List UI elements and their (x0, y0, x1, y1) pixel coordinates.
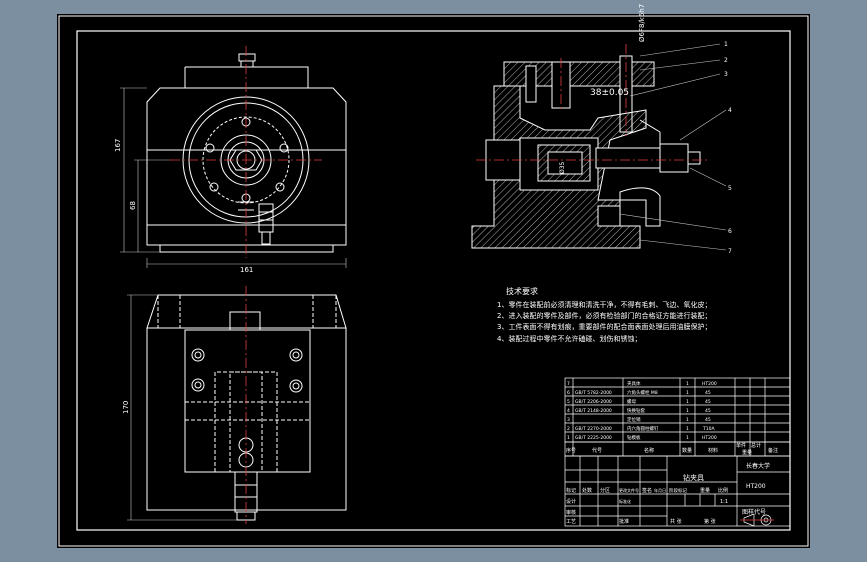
bom-row-name: 快换钻套 (627, 407, 645, 414)
title-drawing-name: 钻夹具 (683, 473, 704, 482)
label-change-doc: 更改文件号 (619, 487, 639, 493)
tech-req-3: 3、工件表面不得有划痕，重要部件的配合面表面处理后用油膜保护； (497, 322, 711, 331)
bom-row-name: 钻模板 (627, 434, 641, 441)
bom-header-single: 单件 (736, 442, 746, 449)
title-material-code: HT200 (746, 483, 766, 490)
callout-3: 3 (724, 71, 728, 78)
callout-6: 6 (728, 228, 732, 235)
bom-header-code: 代号 (592, 447, 602, 454)
callout-1: 1 (724, 41, 728, 48)
front-dimension-lines (120, 87, 347, 268)
projection-symbol-icon (740, 513, 774, 527)
callout-5: 5 (728, 185, 732, 192)
bom-row-qty: 1 (686, 426, 689, 432)
bom-row-code: GB/T 2206-2000 (575, 399, 612, 405)
bom-grid (564, 377, 791, 527)
bom-header-name: 名称 (644, 447, 654, 454)
bom-row-no: 3 (567, 417, 570, 423)
bom-header-no: 序号 (566, 447, 576, 454)
dim-section-fit: Ø6F8/k6h7 (638, 4, 646, 42)
callout-7: 7 (728, 248, 732, 255)
label-standard: 标准化 (619, 498, 631, 504)
bom-row-material: 45 (705, 417, 711, 423)
dim-section-length: 38±0.05 (590, 88, 629, 98)
label-craft: 工艺 (566, 519, 576, 525)
callout-leaders (619, 43, 727, 251)
bom-row-material: 45 (705, 390, 711, 396)
outer-frame (58, 15, 809, 547)
label-scale-value: 1:1 (720, 499, 728, 505)
dim-section-bore: Ø35 (559, 161, 566, 174)
bom-row-no: 4 (567, 408, 570, 414)
dim-front-height: 167 (114, 139, 122, 152)
dim-top-height: 170 (122, 401, 130, 414)
label-design: 设计 (566, 498, 576, 505)
bom-row-name: 内六角圆柱螺钉 (627, 425, 659, 432)
tech-req-1: 1、零件在装配前必须清理和清洗干净，不得有毛刺、飞边、氧化皮； (497, 300, 711, 309)
label-mark: 标记 (566, 487, 576, 494)
bom-rows: 7 夹具体 1 HT200 6 GB/T 5782-2000 六角头螺栓 M8 … (567, 380, 717, 441)
front-centerlines (170, 46, 322, 258)
label-weight: 重量 (700, 487, 710, 494)
label-sheet: 第 张 (704, 518, 716, 525)
bom-header-total: 总计 (751, 442, 761, 449)
bom-row-name: 夹具体 (627, 380, 641, 387)
bom-row-material: HT200 (702, 435, 717, 441)
bom-row-material: 45 (705, 399, 711, 405)
bom-header-weight: 重量 (742, 449, 752, 456)
bom-row-qty: 1 (686, 390, 689, 396)
bom-row-no: 7 (567, 381, 570, 387)
bom-row-qty: 1 (686, 399, 689, 405)
bom-header-remark: 备注 (768, 447, 778, 454)
inner-frame (76, 30, 791, 531)
bom-row-name: 螺母 (627, 398, 636, 405)
bom-row-material: HT200 (702, 381, 717, 387)
label-zone: 分区 (600, 487, 610, 494)
label-approve: 批准 (619, 518, 629, 525)
bom-row-no: 6 (567, 390, 570, 396)
label-sign: 签名 (642, 487, 652, 494)
tech-req-2: 2、进入装配的零件及部件，必须有检验部门的合格证方能进行装配； (497, 311, 711, 320)
label-date: 年月日 (654, 487, 666, 493)
label-count: 处数 (582, 487, 592, 494)
bom-row-name: 定位销 (627, 416, 641, 423)
label-sheets: 共 张 (670, 518, 682, 525)
label-review: 审核 (566, 509, 576, 516)
bom-row-qty: 1 (686, 381, 689, 387)
bom-row-material: 45 (705, 408, 711, 414)
bom-row-no: 1 (567, 435, 570, 441)
bom-row-qty: 1 (686, 435, 689, 441)
drawing-canvas (57, 14, 810, 548)
bom-row-code: GB/T 2270-2000 (575, 426, 612, 432)
bom-row-code: GB/T 2148-2000 (575, 408, 612, 414)
bom-row-no: 2 (567, 426, 570, 432)
label-stage: 阶段标记 (669, 487, 687, 494)
bom-row-material: T10A (702, 426, 715, 432)
bom-header-qty: 数量 (682, 447, 692, 454)
callout-2: 2 (724, 57, 728, 64)
bom-row-no: 5 (567, 399, 570, 405)
top-view (146, 294, 347, 521)
title-school: 长春大学 (746, 462, 770, 470)
bom-row-name: 六角头螺栓 M8 (627, 389, 658, 396)
bom-row-qty: 1 (686, 408, 689, 414)
bom-row-code: GB/T 2225-2000 (575, 435, 612, 441)
title-drawing-no: 图样代号 (742, 508, 766, 516)
dim-front-width: 161 (240, 266, 253, 274)
top-dimension-lines (127, 294, 237, 521)
title-block: 钻夹具 长春大学 HT200 图样代号 标记 处数 分区 更改文件号 签名 年月… (566, 462, 770, 525)
label-scale: 比例 (718, 487, 728, 494)
section-view (471, 55, 701, 249)
tech-req-title: 技术要求 (506, 286, 538, 296)
callout-4: 4 (728, 107, 732, 114)
bom-header-material: 材料 (708, 447, 718, 454)
bom-row-code: GB/T 5782-2000 (575, 390, 612, 396)
tech-req-4: 4、装配过程中零件不允许磕碰、划伤和锈蚀； (497, 334, 641, 343)
dim-front-mid: 68 (129, 201, 137, 210)
section-centerlines (476, 44, 708, 161)
bom-row-qty: 1 (686, 417, 689, 423)
bom-header: 序号 代号 名称 数量 材料 单件 总计 重量 备注 (566, 442, 778, 456)
